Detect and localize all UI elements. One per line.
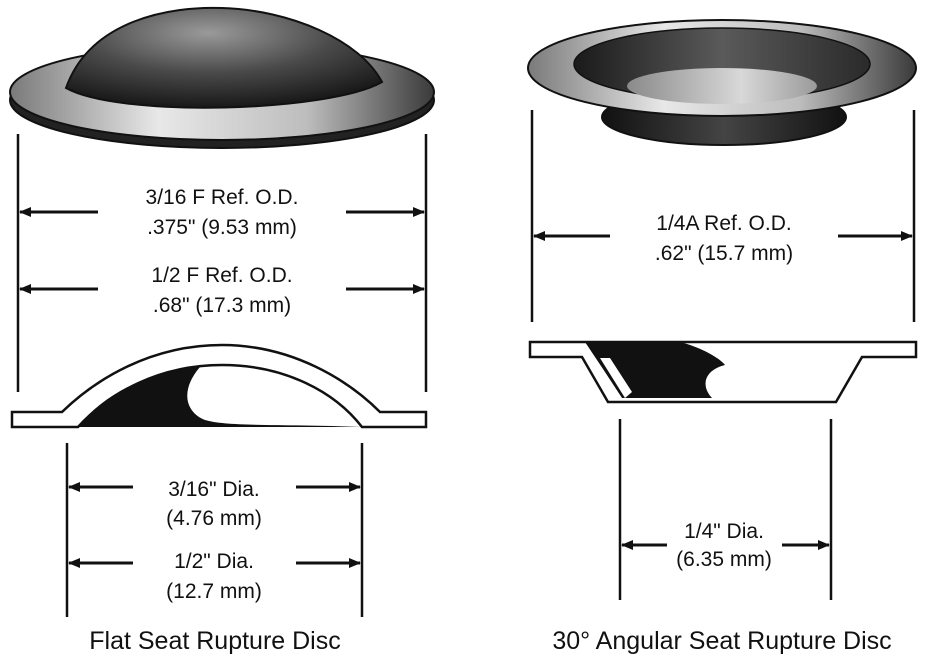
flat-outer-small-label: 3/16 F Ref. O.D. — [146, 186, 299, 209]
flat-seat-3d-view — [9, 6, 435, 149]
flat-outer-large-label: 1/2 F Ref. O.D. — [151, 264, 292, 287]
flat-seat-caption: Flat Seat Rupture Disc — [89, 627, 341, 655]
angular-seat-3d-view — [527, 19, 917, 146]
angular-seat-disc-illustration: 1/4A Ref. O.D. .62" (15.7 mm) 1/4" Dia. … — [527, 19, 918, 655]
flat-inner-small-value: (4.76 mm) — [166, 507, 262, 530]
flat-inner-large-label: 1/2" Dia. — [174, 550, 254, 573]
angular-inner-label: 1/4" Dia. — [684, 520, 764, 543]
flat-seat-section-view — [10, 343, 428, 429]
flat-inner-small-label: 3/16" Dia. — [168, 478, 260, 501]
flat-outer-small-value: .375" (9.53 mm) — [147, 216, 297, 239]
angular-seat-section-view — [528, 340, 918, 404]
angular-outer-label: 1/4A Ref. O.D. — [656, 212, 791, 235]
angular-outer-value: .62" (15.7 mm) — [655, 242, 793, 265]
flat-seat-disc-illustration: 3/16 F Ref. O.D. .375" (9.53 mm) 1/2 F R… — [9, 6, 435, 655]
angular-seat-caption: 30° Angular Seat Rupture Disc — [552, 627, 891, 655]
angular-inner-value: (6.35 mm) — [676, 548, 772, 571]
flat-inner-large-value: (12.7 mm) — [166, 580, 262, 603]
flat-outer-large-value: .68" (17.3 mm) — [153, 294, 291, 317]
